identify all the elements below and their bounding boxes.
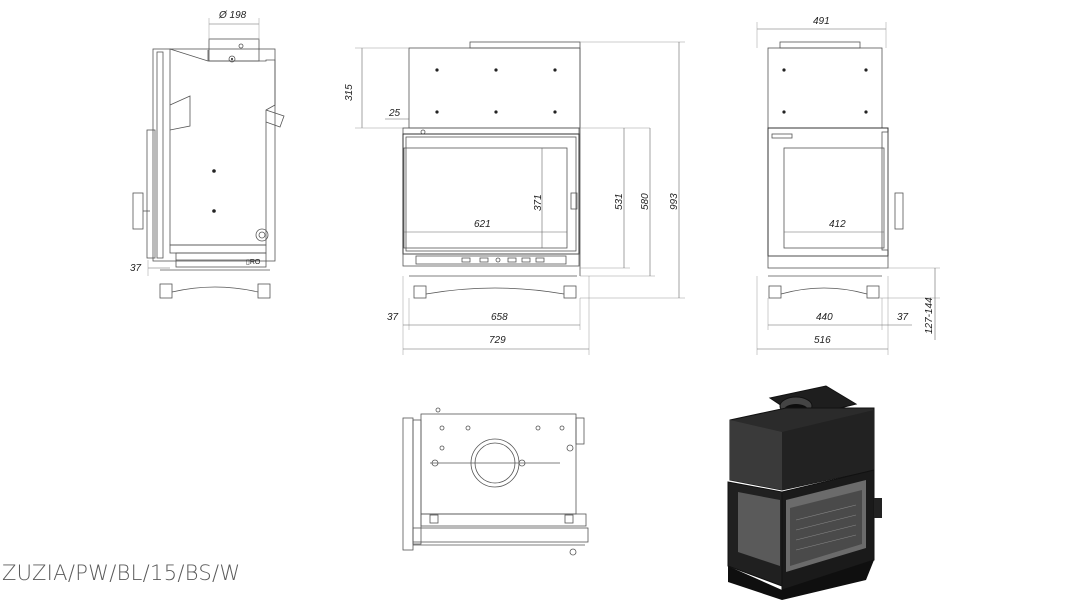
dim-total-height: 993 xyxy=(669,193,680,210)
dim-inner-width: 658 xyxy=(491,312,508,323)
side-view-right: 491 412 127-144 440 xyxy=(756,16,940,355)
svg-text:▯RO: ▯RO xyxy=(246,259,261,266)
dim-left-leg-offset: 37 xyxy=(130,263,142,274)
dim-front-leg-offset: 37 xyxy=(387,312,399,323)
top-view xyxy=(402,407,589,556)
dim-side-leg-offset: 37 xyxy=(897,312,909,323)
dim-side-total-width: 516 xyxy=(814,335,831,346)
dim-side-height: 580 xyxy=(640,193,651,210)
dim-flue-diameter: Ø 198 xyxy=(218,10,247,21)
dim-glass-width: 621 xyxy=(474,219,491,230)
dim-glass-height: 371 xyxy=(533,194,544,211)
dim-top-offset: 25 xyxy=(388,108,401,119)
side-view-left: Ø 198 ▯RO 37 xyxy=(130,10,285,299)
front-view: 315 25 621 371 xyxy=(344,41,685,355)
dim-door-height: 531 xyxy=(614,193,625,210)
fireplace-render-3d xyxy=(727,385,882,600)
dim-total-width: 729 xyxy=(489,335,506,346)
dim-side-glass-width: 412 xyxy=(829,219,846,230)
dim-top-height: 315 xyxy=(344,84,355,101)
model-code: ZUZIA/PW/BL/15/BS/W xyxy=(2,561,241,585)
dim-side-inner-width: 440 xyxy=(816,312,833,323)
dim-side-top-width: 491 xyxy=(813,16,830,27)
dim-leg-range: 127-144 xyxy=(924,297,935,334)
